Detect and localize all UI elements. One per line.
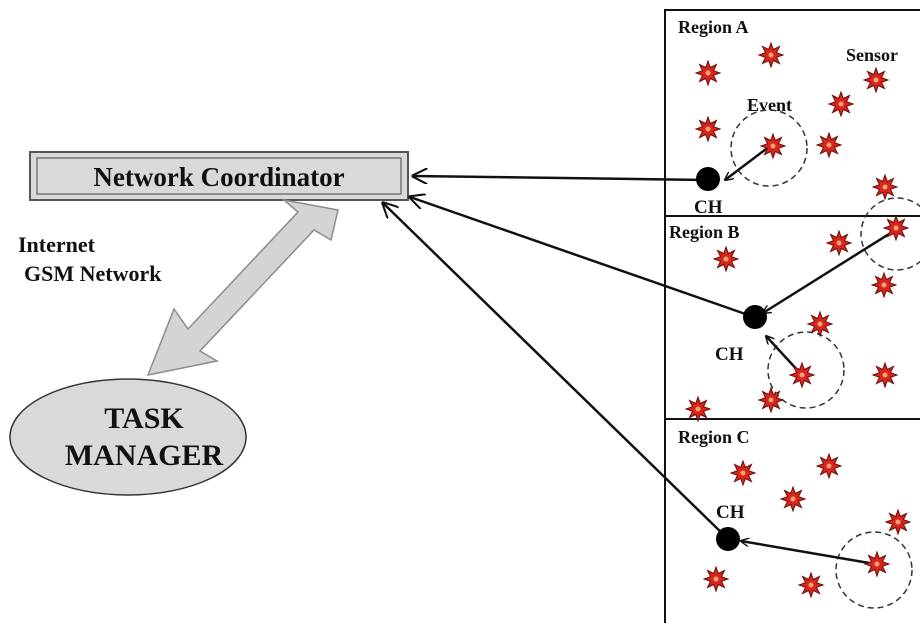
ch-to-coordinator-arrow — [410, 197, 755, 319]
sensor-star-icon — [870, 271, 898, 299]
internet-label: Internet — [18, 232, 96, 257]
network-coordinator-label: Network Coordinator — [93, 162, 344, 192]
event-area-circle — [835, 531, 913, 609]
sensor-star-icon — [684, 395, 712, 423]
sensor-star-icon — [759, 132, 787, 160]
sensor-star-icon — [871, 361, 899, 389]
task-manager-line1: TASK — [104, 402, 184, 435]
region-a-ch-label: CH — [694, 197, 723, 218]
sensor-star-icon — [825, 229, 853, 257]
task-manager-node: TASK MANAGER — [9, 378, 247, 496]
sensor-star-icon — [806, 310, 834, 338]
sensor-star-icon — [882, 214, 910, 242]
sensor-to-ch-arrow — [741, 541, 876, 566]
cluster-head-node-icon — [716, 527, 740, 551]
bidirectional-link-arrow — [146, 198, 339, 377]
sensor-star-icon — [729, 459, 757, 487]
region-c-ch-label: CH — [716, 502, 745, 523]
sensor-star-icon — [797, 571, 825, 599]
event-area-circle — [767, 331, 845, 409]
sensor-star-icon — [815, 131, 843, 159]
cluster-head-node-icon — [696, 167, 720, 191]
sensor-star-icon — [863, 550, 891, 578]
region-a-title: Region A — [678, 17, 749, 37]
region-b-title: Region B — [669, 222, 740, 242]
cluster-head-node-icon — [743, 305, 767, 329]
region-c-title: Region C — [678, 427, 750, 447]
sensor-to-ch-arrow — [763, 227, 898, 313]
region-b-ch-label: CH — [715, 344, 744, 365]
sensor-star-icon — [694, 115, 722, 143]
sensor-nodes — [684, 41, 912, 599]
task-manager-line2: MANAGER — [65, 439, 224, 472]
gsm-network-label: GSM Network — [24, 261, 162, 286]
sensor-star-icon — [815, 452, 843, 480]
ch-to-coordinator-arrow — [383, 203, 728, 539]
ch-to-coordinator-arrow — [413, 176, 707, 180]
network-coordinator-box: Network Coordinator — [29, 151, 409, 201]
event-area-circle — [730, 109, 808, 187]
sensor-star-icon — [779, 485, 807, 513]
sensor-star-icon — [757, 386, 785, 414]
sensor-star-icon — [788, 361, 816, 389]
event-label: Event — [747, 95, 792, 115]
regions-frame — [664, 9, 920, 623]
sensor-star-icon — [871, 173, 899, 201]
sensor-star-icon — [827, 90, 855, 118]
sensor-star-icon — [757, 41, 785, 69]
sensor-star-icon — [702, 565, 730, 593]
sensor-label: Sensor — [846, 45, 898, 65]
regions-panel — [664, 9, 920, 623]
sensor-to-ch-arrow — [725, 145, 771, 180]
sensor-star-icon — [712, 245, 740, 273]
sensor-star-icon — [694, 59, 722, 87]
sensor-star-icon — [862, 66, 890, 94]
event-area-circle — [860, 197, 920, 271]
sensor-star-icon — [884, 508, 912, 536]
